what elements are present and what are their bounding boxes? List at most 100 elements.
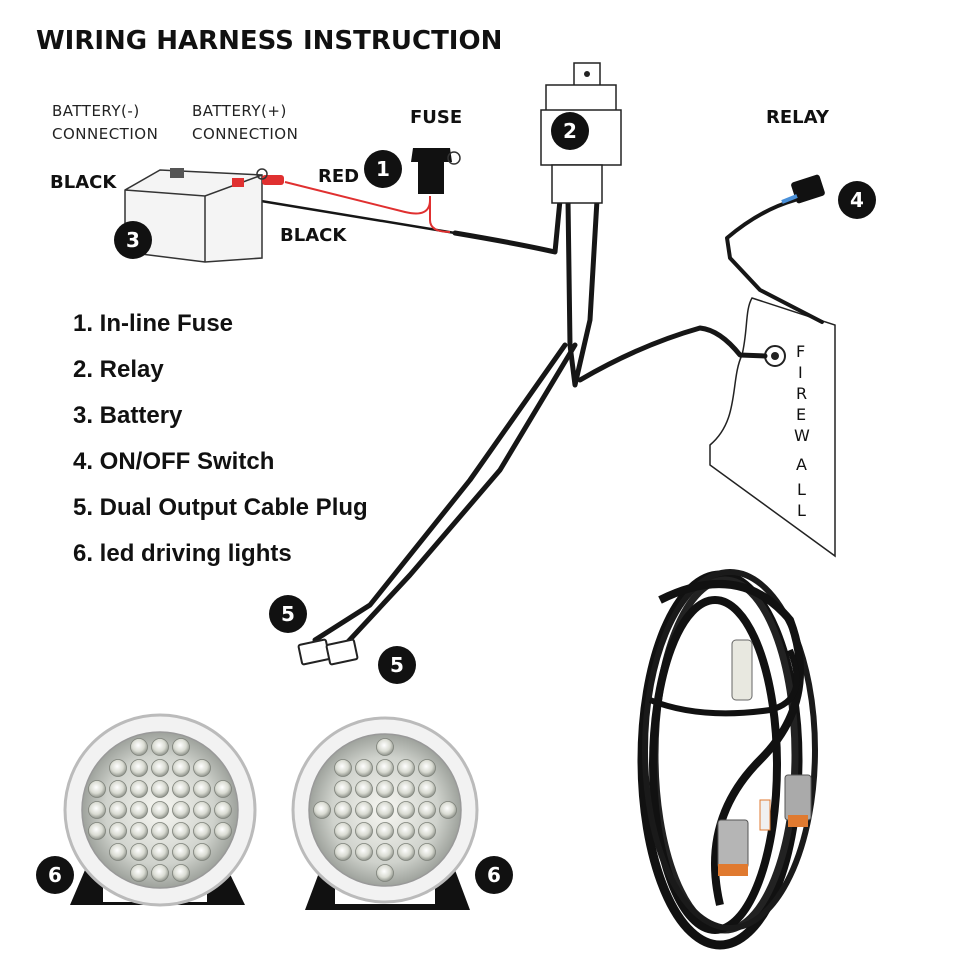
led-emitter-icon bbox=[418, 780, 436, 798]
led-emitter-icon bbox=[193, 843, 211, 861]
led-emitter-icon bbox=[334, 822, 352, 840]
svg-text:6: 6 bbox=[48, 863, 62, 887]
led-emitter-icon bbox=[172, 801, 190, 819]
led-emitter-icon bbox=[355, 780, 373, 798]
led-emitter-icon bbox=[334, 780, 352, 798]
battery-pos-label-1: BATTERY(+) bbox=[192, 102, 287, 120]
led-emitter-icon bbox=[355, 822, 373, 840]
firewall-letter: F bbox=[796, 342, 805, 361]
firewall-letter: L bbox=[797, 480, 806, 499]
led-emitter-icon bbox=[334, 843, 352, 861]
led-emitter-icon bbox=[151, 759, 169, 777]
svg-text:1: 1 bbox=[376, 157, 390, 181]
led-emitter-icon bbox=[334, 759, 352, 777]
battery-neg-label-2: CONNECTION bbox=[52, 125, 158, 143]
led-emitter-icon bbox=[376, 738, 394, 756]
led-emitter-icon bbox=[109, 780, 127, 798]
led-emitter-icon bbox=[397, 759, 415, 777]
relay-label: RELAY bbox=[766, 107, 830, 128]
led-emitter-icon bbox=[376, 843, 394, 861]
switch-connector-icon bbox=[781, 174, 825, 204]
led-emitter-icon bbox=[151, 864, 169, 882]
firewall-letter: I bbox=[798, 363, 803, 382]
led-emitter-icon bbox=[418, 759, 436, 777]
led-emitter-icon bbox=[439, 801, 457, 819]
led-emitter-icon bbox=[151, 738, 169, 756]
led-emitter-icon bbox=[418, 843, 436, 861]
led-emitter-icon bbox=[376, 780, 394, 798]
badge-6b: 6 bbox=[475, 856, 513, 894]
led-emitter-icon bbox=[418, 801, 436, 819]
led-emitter-icon bbox=[214, 801, 232, 819]
led-emitter-icon bbox=[88, 801, 106, 819]
firewall-letter: L bbox=[797, 501, 806, 520]
svg-text:4: 4 bbox=[850, 188, 864, 212]
led-emitter-icon bbox=[355, 759, 373, 777]
led-emitter-icon bbox=[355, 801, 373, 819]
led-emitter-icon bbox=[193, 822, 211, 840]
fuse-icon bbox=[411, 148, 461, 194]
led-emitter-icon bbox=[88, 780, 106, 798]
led-emitter-icon bbox=[172, 843, 190, 861]
led-emitter-icon bbox=[109, 759, 127, 777]
battery-pos-label-2: CONNECTION bbox=[192, 125, 298, 143]
led-emitter-icon bbox=[130, 780, 148, 798]
led-emitter-icon bbox=[172, 780, 190, 798]
black-wire-label: BLACK bbox=[280, 225, 347, 246]
firewall-label: F I R E W A L L bbox=[794, 342, 810, 520]
legend-item: 5. Dual Output Cable Plug bbox=[73, 494, 368, 521]
firewall-letter: R bbox=[796, 384, 807, 403]
legend-list: 1. In-line Fuse 2. Relay 3. Battery 4. O… bbox=[73, 310, 368, 567]
badge-3: 3 bbox=[114, 221, 152, 259]
led-emitter-icon bbox=[172, 822, 190, 840]
svg-text:3: 3 bbox=[126, 228, 140, 252]
coiled-harness-icon bbox=[637, 569, 818, 950]
legend-item: 6. led driving lights bbox=[73, 540, 292, 567]
led-emitter-icon bbox=[397, 843, 415, 861]
led-light-left-icon bbox=[63, 713, 257, 907]
led-emitter-icon bbox=[418, 822, 436, 840]
led-emitter-icon bbox=[376, 822, 394, 840]
led-emitter-icon bbox=[130, 801, 148, 819]
black-terminal-label: BLACK bbox=[50, 172, 117, 193]
led-emitter-icon bbox=[355, 843, 373, 861]
firewall-letter: W bbox=[794, 426, 810, 445]
led-emitter-icon bbox=[109, 822, 127, 840]
led-emitter-icon bbox=[109, 843, 127, 861]
led-emitter-icon bbox=[334, 801, 352, 819]
fuse-label: FUSE bbox=[410, 107, 462, 128]
badge-5b: 5 bbox=[378, 646, 416, 684]
red-wire-label: RED bbox=[318, 166, 359, 187]
badge-2: 2 bbox=[551, 112, 589, 150]
led-light-right-icon bbox=[291, 716, 479, 910]
led-emitter-icon bbox=[151, 780, 169, 798]
led-emitter-icon bbox=[130, 864, 148, 882]
badge-6a: 6 bbox=[36, 856, 74, 894]
led-emitter-icon bbox=[151, 822, 169, 840]
led-emitter-icon bbox=[397, 822, 415, 840]
led-emitter-icon bbox=[172, 738, 190, 756]
led-emitter-icon bbox=[397, 801, 415, 819]
legend-item: 2. Relay bbox=[73, 356, 164, 383]
harness-wires bbox=[253, 181, 824, 648]
svg-text:6: 6 bbox=[487, 863, 501, 887]
dual-output-plugs-icon bbox=[297, 638, 359, 666]
led-emitter-icon bbox=[151, 801, 169, 819]
legend-item: 3. Battery bbox=[73, 402, 183, 429]
led-emitter-icon bbox=[109, 801, 127, 819]
led-emitter-icon bbox=[193, 780, 211, 798]
svg-text:5: 5 bbox=[281, 602, 295, 626]
led-emitter-icon bbox=[193, 801, 211, 819]
firewall-panel bbox=[709, 297, 836, 558]
led-emitter-icon bbox=[376, 801, 394, 819]
firewall-letter: E bbox=[796, 405, 806, 424]
led-emitter-icon bbox=[214, 780, 232, 798]
led-emitter-icon bbox=[397, 780, 415, 798]
badge-1: 1 bbox=[364, 150, 402, 188]
led-emitter-icon bbox=[130, 822, 148, 840]
led-emitter-icon bbox=[130, 759, 148, 777]
page-title: WIRING HARNESS INSTRUCTION bbox=[36, 26, 502, 56]
led-emitter-icon bbox=[130, 738, 148, 756]
led-emitter-icon bbox=[193, 759, 211, 777]
